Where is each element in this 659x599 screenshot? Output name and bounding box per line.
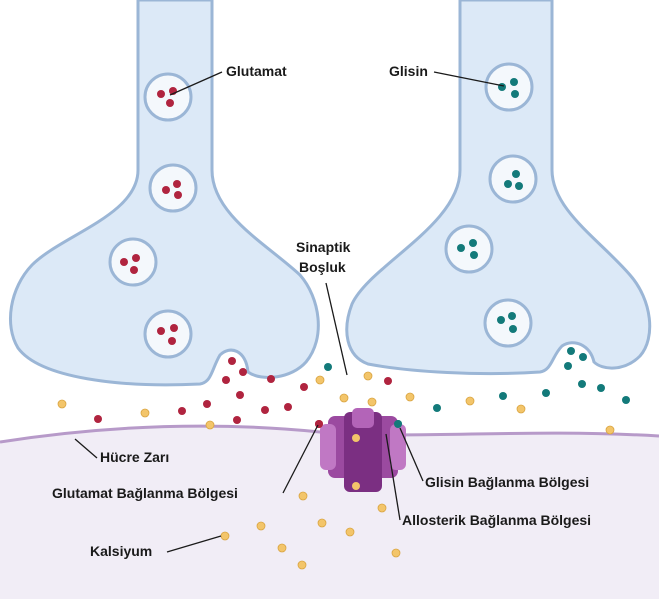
glutamate-vesicle <box>145 311 191 357</box>
cell-membrane-label: Hücre Zarı <box>100 449 169 465</box>
glycine-label: Glisin <box>389 63 428 79</box>
glutamate-vesicle <box>145 74 191 120</box>
glutamate-label: Glutamat <box>226 63 287 79</box>
synaptic-cleft-label-line1: Sinaptik <box>296 239 351 255</box>
glycine-vesicle <box>446 226 492 272</box>
calcium-label: Kalsiyum <box>90 543 152 559</box>
glutamate-vesicle <box>110 239 156 285</box>
glutamate-vesicle <box>150 165 196 211</box>
glycine-binding-site-label: Glisin Bağlanma Bölgesi <box>425 474 589 490</box>
allosteric-binding-site-label: Allosterik Bağlanma Bölgesi <box>402 512 591 528</box>
synaptic-cleft-label-line2: Boşluk <box>299 259 346 275</box>
glycine-vesicle <box>486 64 532 110</box>
glycine-vesicle <box>485 300 531 346</box>
glycine-vesicle <box>490 156 536 202</box>
glutamate-binding-site-label: Glutamat Bağlanma Bölgesi <box>52 485 238 501</box>
